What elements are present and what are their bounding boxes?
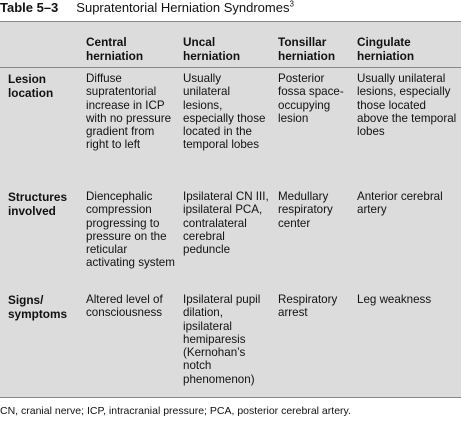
table-footnote: CN, cranial nerve; ICP, intracranial pre… xyxy=(0,405,351,417)
column-header-uncal: Uncal herniation xyxy=(183,35,241,63)
table-header-row: Central herniation Uncal herniation Tons… xyxy=(0,22,461,68)
column-header-tonsillar: Tonsillar herniation xyxy=(278,35,336,63)
table-number: Table 5–3 xyxy=(0,0,59,15)
table-cell: Usually unilateral lesions, especially t… xyxy=(183,72,266,152)
table-cell: Ipsilateral CN III, ipsilateral PCA, con… xyxy=(183,190,269,257)
table-cell: Usually unilateral lesions, especially t… xyxy=(357,72,457,139)
table-cell: Medullary respiratory center xyxy=(278,190,333,230)
column-header-cingulate: Cingulate herniation xyxy=(357,35,415,63)
column-header-central: Central herniation xyxy=(86,35,144,63)
table-cell: Anterior cerebral artery xyxy=(357,190,443,217)
herniation-table: Central herniation Uncal herniation Tons… xyxy=(0,21,461,398)
table-cell: Leg weakness xyxy=(357,293,432,306)
row-label-lesion-location: Lesion location xyxy=(8,72,54,100)
row-label-structures-involved: Structures involved xyxy=(8,190,68,218)
table-name-text: Supratentorial Herniation Syndromes xyxy=(76,0,290,15)
table-cell: Ipsilateral pupil dilation, ipsilateral … xyxy=(183,293,261,386)
table-cell: Altered level of consciousness xyxy=(86,293,163,320)
table-cell: Posterior fossa space-occupying lesion xyxy=(278,72,344,125)
row-label-signs-symptoms: Signs/ symptoms xyxy=(8,293,68,321)
table-cell: Diffuse supratentorial increase in ICP w… xyxy=(86,72,172,152)
table-title: Table 5–3 Supratentorial Herniation Syndr… xyxy=(0,0,461,20)
table-reference: 3 xyxy=(289,0,294,9)
table-name: Supratentorial Herniation Syndromes3 xyxy=(76,0,294,15)
table-cell: Respiratory arrest xyxy=(278,293,338,320)
table-cell: Diencephalic compression progressing to … xyxy=(86,190,175,270)
